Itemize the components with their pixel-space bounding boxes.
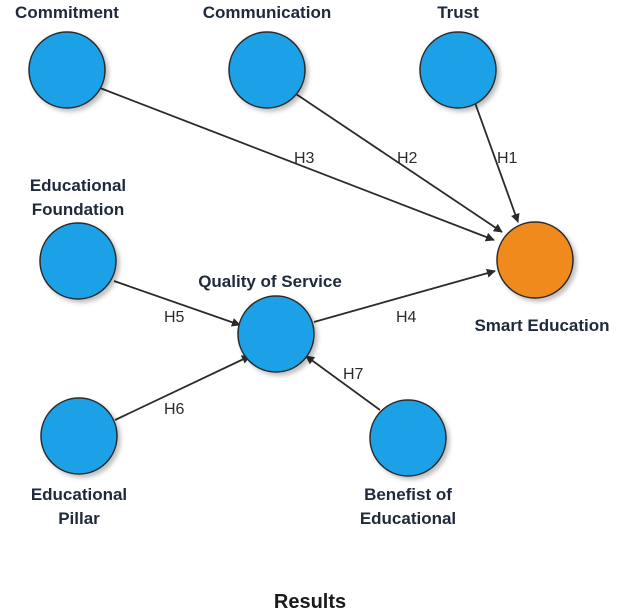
edge-label-h7: H7	[343, 366, 364, 383]
label-educational-foundation-line1: Educational	[30, 176, 126, 195]
node-benefist-of-educational	[369, 399, 447, 477]
label-educational-pillar-line1: Educational	[31, 485, 127, 504]
node-quality-of-service	[237, 295, 315, 373]
node-labels: Commitment Communication Trust Education…	[15, 3, 610, 528]
nodes	[28, 31, 574, 477]
edge-label-h6: H6	[164, 401, 185, 418]
node-educational-pillar	[40, 397, 118, 475]
edge-label-h1: H1	[497, 150, 518, 167]
edge-label-h3: H3	[294, 150, 315, 167]
label-benefist-line2: Educational	[360, 509, 456, 528]
edge-trust-smart-education	[473, 99, 520, 223]
edge-pillar-quality	[114, 355, 251, 421]
node-trust	[419, 31, 497, 109]
edge-benefist-quality	[305, 355, 381, 411]
edge-label-h4: H4	[396, 309, 417, 326]
label-educational-pillar-line2: Pillar	[58, 509, 100, 528]
label-benefist-line1: Benefist of	[364, 485, 452, 504]
edge-label-h2: H2	[397, 150, 418, 167]
caption-results: Results	[274, 591, 346, 613]
node-smart-education	[496, 221, 574, 299]
edge-labels: H3 H2 H1 H4 H5 H6 H7	[164, 150, 518, 418]
label-communication: Communication	[203, 3, 331, 22]
node-commitment	[28, 31, 106, 109]
label-trust: Trust	[437, 3, 479, 22]
edge-label-h5: H5	[164, 309, 185, 326]
label-educational-foundation-line2: Foundation	[32, 200, 125, 219]
edge-quality-smart-education	[313, 268, 496, 323]
label-smart-education: Smart Education	[474, 316, 609, 335]
node-educational-foundation	[39, 222, 117, 300]
edge-foundation-quality	[113, 280, 241, 327]
node-communication	[228, 31, 306, 109]
edge-commitment-smart-education	[99, 87, 495, 242]
edges	[99, 87, 520, 421]
edge-communication-smart-education	[292, 91, 503, 233]
label-quality-of-service: Quality of Service	[198, 272, 342, 291]
label-commitment: Commitment	[15, 3, 119, 22]
